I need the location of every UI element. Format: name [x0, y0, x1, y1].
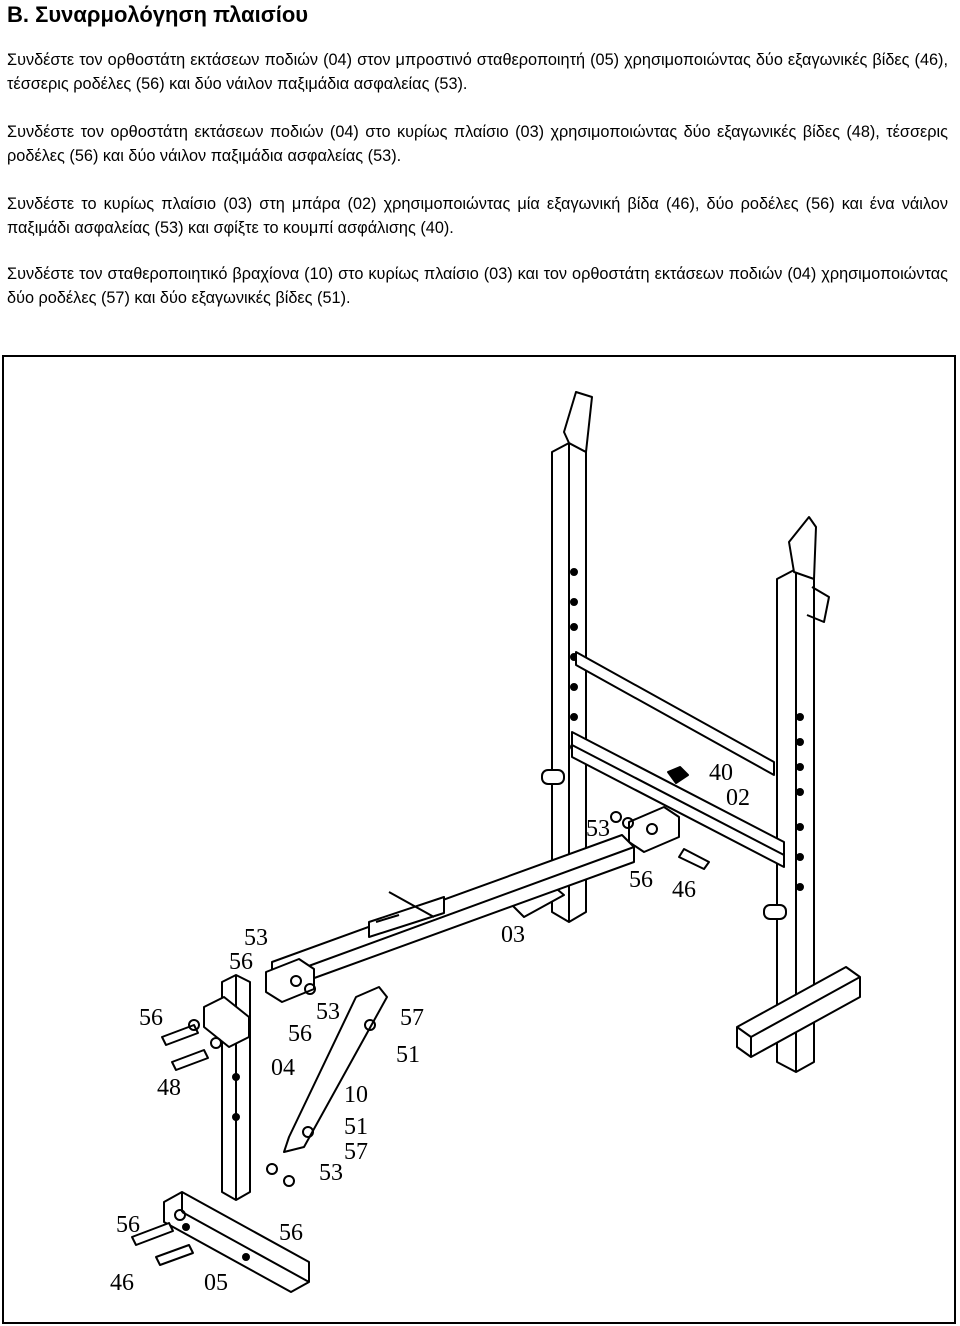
- instruction-paragraph-1: Συνδέστε τον ορθοστάτη εκτάσεων ποδιών (…: [7, 51, 948, 93]
- part-label-53: 53: [319, 1160, 343, 1186]
- part-label-48: 48: [157, 1075, 181, 1101]
- assembly-diagram: 40 02 53 56 46 03 53 56 53 56 57 56 51 4…: [110, 391, 861, 1296]
- main-frame-03: [271, 834, 635, 990]
- part-label-56: 56: [229, 949, 253, 975]
- part-label-05: 05: [204, 1270, 228, 1296]
- section-title: B. Συναρμολόγηση πλαισίου: [7, 2, 309, 27]
- instruction-paragraph-3: Συνδέστε το κυρίως πλαίσιο (03) στη μπάρ…: [7, 195, 948, 237]
- part-label-56: 56: [279, 1220, 303, 1246]
- instruction-paragraph-2: Συνδέστε τον ορθοστάτη εκτάσεων ποδιών (…: [7, 123, 948, 165]
- part-label-02: 02: [726, 785, 750, 811]
- assembly-diagram-frame: 40 02 53 56 46 03 53 56 53 56 57 56 51 4…: [2, 355, 956, 1324]
- part-label-53: 53: [244, 925, 268, 951]
- part-label-04: 04: [271, 1055, 295, 1081]
- right-upright: [736, 516, 861, 1073]
- part-label-51: 51: [344, 1114, 368, 1140]
- part-label-56: 56: [116, 1212, 140, 1238]
- part-label-56: 56: [139, 1005, 163, 1031]
- part-label-53: 53: [586, 816, 610, 842]
- instruction-paragraph-4: Συνδέστε τον σταθεροποιητικό βραχίονα (1…: [7, 265, 948, 307]
- part-label-46: 46: [110, 1270, 134, 1296]
- part-label-56: 56: [288, 1021, 312, 1047]
- part-label-46: 46: [672, 877, 696, 903]
- front-upright-04: [203, 958, 315, 1201]
- part-label-51: 51: [396, 1042, 420, 1068]
- left-upright: [511, 391, 593, 923]
- part-label-03: 03: [501, 922, 525, 948]
- part-label-53: 53: [316, 999, 340, 1025]
- part-label-57: 57: [400, 1005, 424, 1031]
- part-label-57: 57: [344, 1139, 368, 1165]
- part-label-56: 56: [629, 867, 653, 893]
- part-label-10: 10: [344, 1082, 368, 1108]
- part-label-40: 40: [709, 760, 733, 786]
